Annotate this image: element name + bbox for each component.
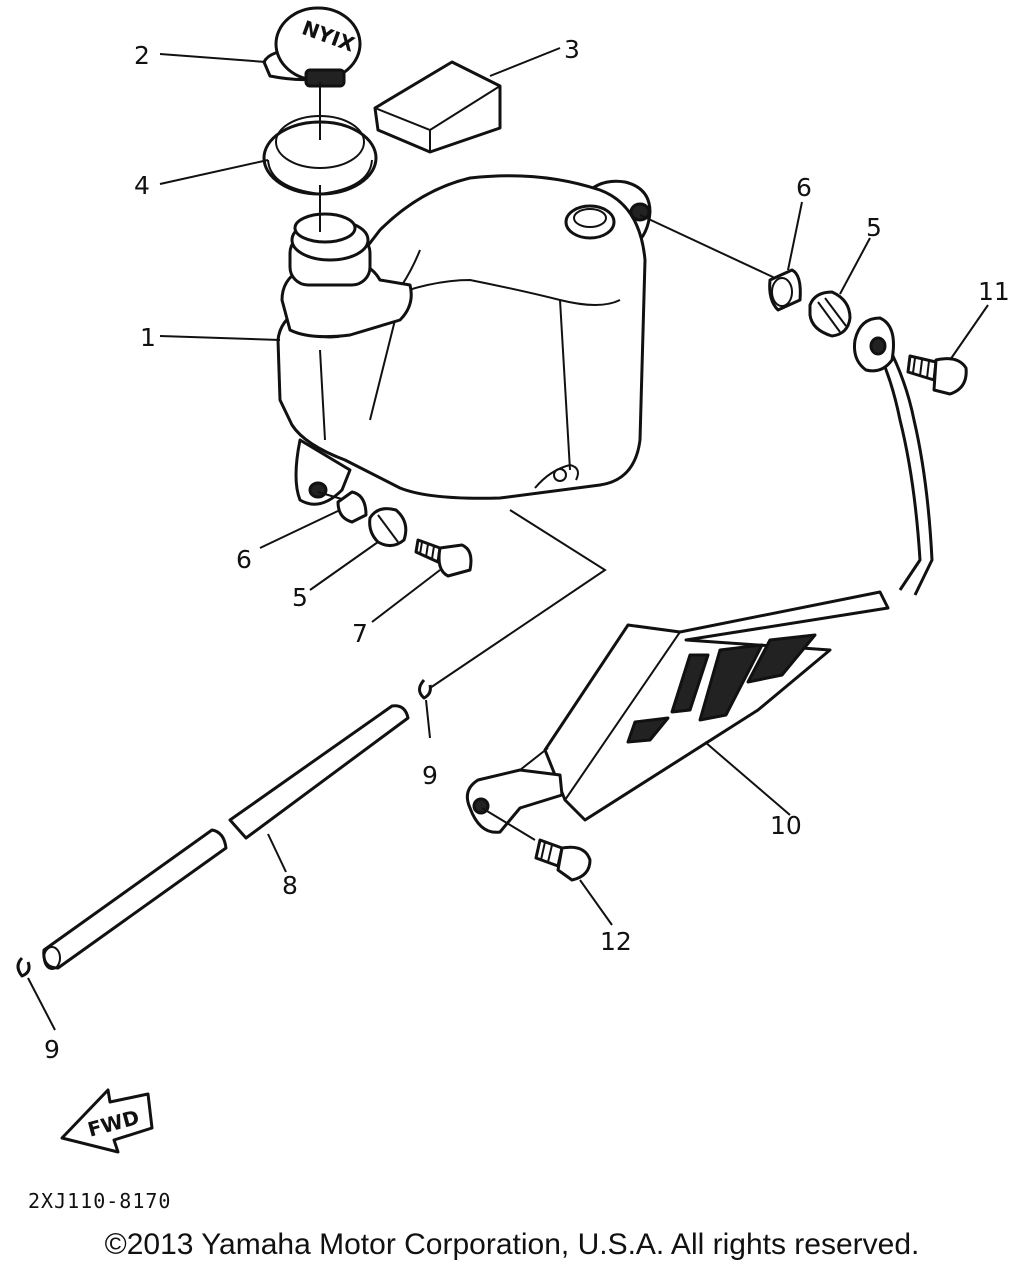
copyright-notice: ©2013 Yamaha Motor Corporation, U.S.A. A… [104,1228,920,1261]
tank [276,174,652,506]
leader-lines [27,47,989,1031]
callouts: 2 3 4 1 6 5 11 6 5 7 9 10 8 12 9 [44,35,1010,1064]
bolt-7 [414,538,473,578]
callout-6-right: 6 [796,173,812,202]
grommet-right [808,290,852,338]
callout-9-upper: 9 [422,761,438,790]
callout-1: 1 [140,323,156,352]
grommet-left [368,507,408,547]
callout-4: 4 [134,171,150,200]
bolt-11 [906,354,968,396]
clip-upper [418,678,432,700]
clip-lower [16,956,31,978]
cap: NYIX [262,6,362,88]
diagram-code: 2XJ110-8170 [28,1189,171,1213]
callout-7: 7 [352,619,368,648]
callout-11: 11 [978,277,1010,306]
callout-10: 10 [770,811,802,840]
callout-9-lower: 9 [44,1035,60,1064]
hose [42,704,410,970]
fwd-arrow-icon: FWD [60,1088,154,1154]
callout-6-left: 6 [236,545,252,574]
bolt-12 [534,838,592,882]
collar-left [336,490,368,524]
pad [373,60,502,154]
callout-8: 8 [282,871,298,900]
bracket [465,316,934,834]
callout-5-right: 5 [866,213,882,242]
callout-5-left: 5 [292,583,308,612]
callout-12: 12 [600,927,632,956]
callout-2: 2 [134,41,150,70]
callout-3: 3 [564,35,580,64]
collar-right [768,268,802,312]
